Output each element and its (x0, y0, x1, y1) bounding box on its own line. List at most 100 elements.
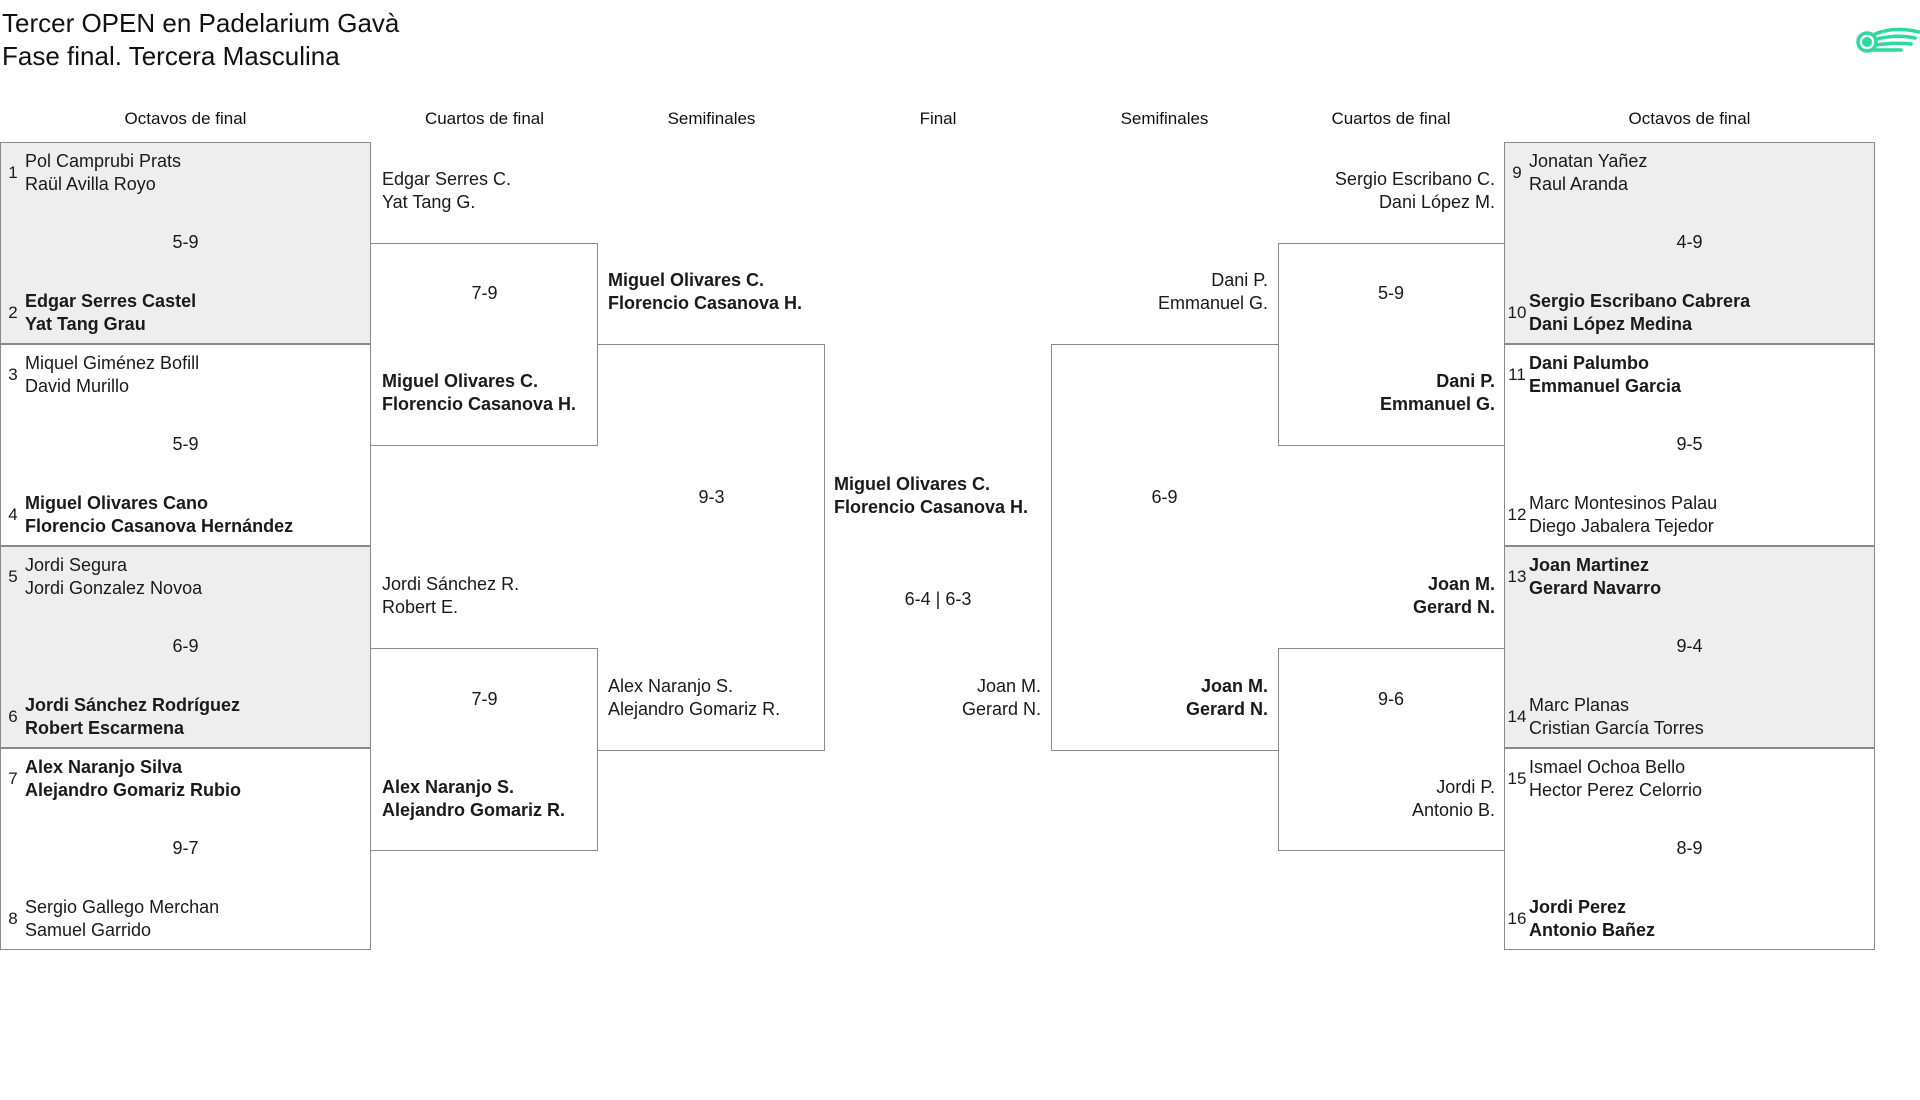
player-name: Cristian García Torres (1529, 718, 1704, 738)
page-subtitle: Fase final. Tercera Masculina (2, 41, 340, 71)
player-name: Antonio Bañez (1529, 920, 1655, 940)
player-name: Diego Jabalera Tejedor (1529, 516, 1714, 536)
match-score: 4-9 (1676, 232, 1703, 252)
player-name: Jordi Perez (1529, 897, 1627, 917)
player-name: Gerard Navarro (1529, 578, 1662, 598)
sf-connector (598, 344, 825, 751)
qf-pair-winner: Dani P. Emmanuel G. (1273, 370, 1495, 416)
sf-pair: Dani P. Emmanuel G. (1046, 269, 1268, 315)
seed: 9 (1512, 163, 1522, 182)
sf-pair-winner: Joan M. Gerard N. (1046, 675, 1268, 721)
team-bottom-winner: 10 Sergio Escribano Cabrera Dani López M… (1505, 290, 1874, 336)
r16-match-8: 15 Ismael Ochoa Bello Hector Perez Celor… (1504, 748, 1875, 950)
player-name: Alejandro Gomariz Rubio (25, 780, 242, 800)
seed: 11 (1508, 365, 1526, 384)
pair-names: Ismael Ochoa Bello Hector Perez Celorrio (1529, 756, 1702, 802)
player-name: Alex Naranjo S. (382, 777, 515, 797)
player-name: Jordi Sánchez R. (382, 574, 520, 594)
player-name: Florencio Casanova H. (382, 394, 577, 414)
player-name: Miguel Olivares C. (834, 474, 991, 494)
player-name: Pol Camprubi Prats (25, 151, 182, 171)
r16-match-7: 13 Joan Martinez Gerard Navarro 9-4 14 M… (1504, 546, 1875, 748)
qf-pair-winner: Miguel Olivares C. Florencio Casanova H. (382, 370, 604, 416)
player-name: Edgar Serres C. (382, 169, 512, 189)
qf-pair: Sergio Escribano C. Dani López M. (1273, 168, 1495, 214)
page-title: Tercer OPEN en Padelarium Gavà (2, 8, 400, 38)
team-top: 9 Jonatan Yañez Raul Aranda (1505, 150, 1874, 196)
team-top-winner: 7 Alex Naranjo Silva Alejandro Gomariz R… (1, 756, 370, 802)
player-name: Jordi Sánchez Rodríguez (25, 695, 241, 715)
qf-score: 7-9 (471, 689, 498, 709)
r16-match-4: 7 Alex Naranjo Silva Alejandro Gomariz R… (0, 748, 371, 950)
sf-pair: Alex Naranjo S. Alejandro Gomariz R. (608, 675, 830, 721)
pair-names: Miguel Olivares Cano Florencio Casanova … (25, 492, 293, 538)
header-left-r16: Octavos de final (124, 109, 247, 128)
header-left-sf: Semifinales (667, 109, 756, 128)
player-name: Marc Montesinos Palau (1529, 493, 1718, 513)
seed: 15 (1507, 769, 1527, 788)
player-name: Samuel Garrido (25, 920, 152, 940)
seed: 8 (8, 909, 18, 928)
pair-names: Pol Camprubi Prats Raül Avilla Royo (25, 150, 181, 196)
final-score: 6-4 | 6-3 (904, 589, 972, 609)
padel-ball-logo-icon (1855, 22, 1920, 60)
player-name: Emmanuel Garcia (1529, 376, 1682, 396)
sf-pair-winner: Miguel Olivares C. Florencio Casanova H. (608, 269, 830, 315)
sf-score: 6-9 (1151, 487, 1178, 507)
player-name: Jonatan Yañez (1529, 151, 1648, 171)
match-score: 6-9 (172, 636, 199, 656)
seed: 3 (8, 365, 18, 384)
player-name: Robert E. (382, 597, 459, 617)
player-name: Robert Escarmena (25, 718, 185, 738)
player-name: Jordi Gonzalez Novoa (25, 578, 203, 598)
player-name: Sergio Gallego Merchan (25, 897, 220, 917)
pair-names: Miquel Giménez Bofill David Murillo (25, 352, 199, 398)
match-score: 8-9 (1676, 838, 1703, 858)
r16-match-1: 1 Pol Camprubi Prats Raül Avilla Royo 5-… (0, 142, 371, 344)
player-name: Emmanuel G. (1157, 293, 1268, 313)
player-name: Alex Naranjo S. (608, 676, 734, 696)
seed: 7 (8, 769, 18, 788)
match-score: 5-9 (172, 232, 199, 252)
pair-names: Jordi Segura Jordi Gonzalez Novoa (25, 554, 202, 600)
pair-names: Alex Naranjo Silva Alejandro Gomariz Rub… (25, 756, 241, 802)
qf-pair: Jordi Sánchez R. Robert E. (382, 573, 604, 619)
seed: 16 (1507, 909, 1527, 928)
match-score: 9-4 (1676, 636, 1703, 656)
player-name: Joan M. (1427, 574, 1495, 594)
player-name: Alejandro Gomariz R. (382, 800, 566, 820)
player-name: Florencio Casanova H. (834, 497, 1029, 517)
seed: 14 (1507, 707, 1527, 726)
sf-score: 9-3 (698, 487, 725, 507)
qf-pair-winner: Alex Naranjo S. Alejandro Gomariz R. (382, 776, 604, 822)
player-name: Miguel Olivares C. (382, 371, 539, 391)
player-name: Joan M. (976, 676, 1041, 696)
match-score: 9-5 (1676, 434, 1703, 454)
team-bottom-winner: 6 Jordi Sánchez Rodríguez Robert Escarme… (1, 694, 370, 740)
seed: 5 (8, 567, 18, 586)
player-name: Dani Palumbo (1529, 353, 1650, 373)
r16-match-2: 3 Miquel Giménez Bofill David Murillo 5-… (0, 344, 371, 546)
player-name: Joan M. (1200, 676, 1268, 696)
player-name: Dani López Medina (1529, 314, 1693, 334)
player-name: Sergio Escribano C. (1334, 169, 1495, 189)
pair-names: Sergio Gallego Merchan Samuel Garrido (25, 896, 219, 942)
player-name: Alex Naranjo Silva (25, 757, 183, 777)
pair-names: Marc Planas Cristian García Torres (1529, 694, 1704, 740)
player-name: Dani P. (1436, 371, 1495, 391)
team-bottom: 14 Marc Planas Cristian García Torres (1505, 694, 1874, 740)
player-name: Antonio B. (1411, 800, 1495, 820)
seed: 13 (1507, 567, 1527, 586)
team-bottom: 8 Sergio Gallego Merchan Samuel Garrido (1, 896, 370, 942)
player-name: Miguel Olivares Cano (25, 493, 209, 513)
player-name: Marc Planas (1529, 695, 1630, 715)
qf-score: 5-9 (1377, 283, 1404, 303)
qf-score: 9-6 (1377, 689, 1404, 709)
player-name: Gerard N. (961, 699, 1041, 719)
team-bottom-winner: 2 Edgar Serres Castel Yat Tang Grau (1, 290, 370, 336)
header-final: Final (919, 109, 957, 128)
player-name: Yat Tang Grau (25, 314, 146, 334)
seed: 6 (8, 707, 18, 726)
qf-connector (1278, 243, 1505, 446)
team-top-winner: 11 Dani Palumbo Emmanuel Garcia (1505, 352, 1874, 398)
